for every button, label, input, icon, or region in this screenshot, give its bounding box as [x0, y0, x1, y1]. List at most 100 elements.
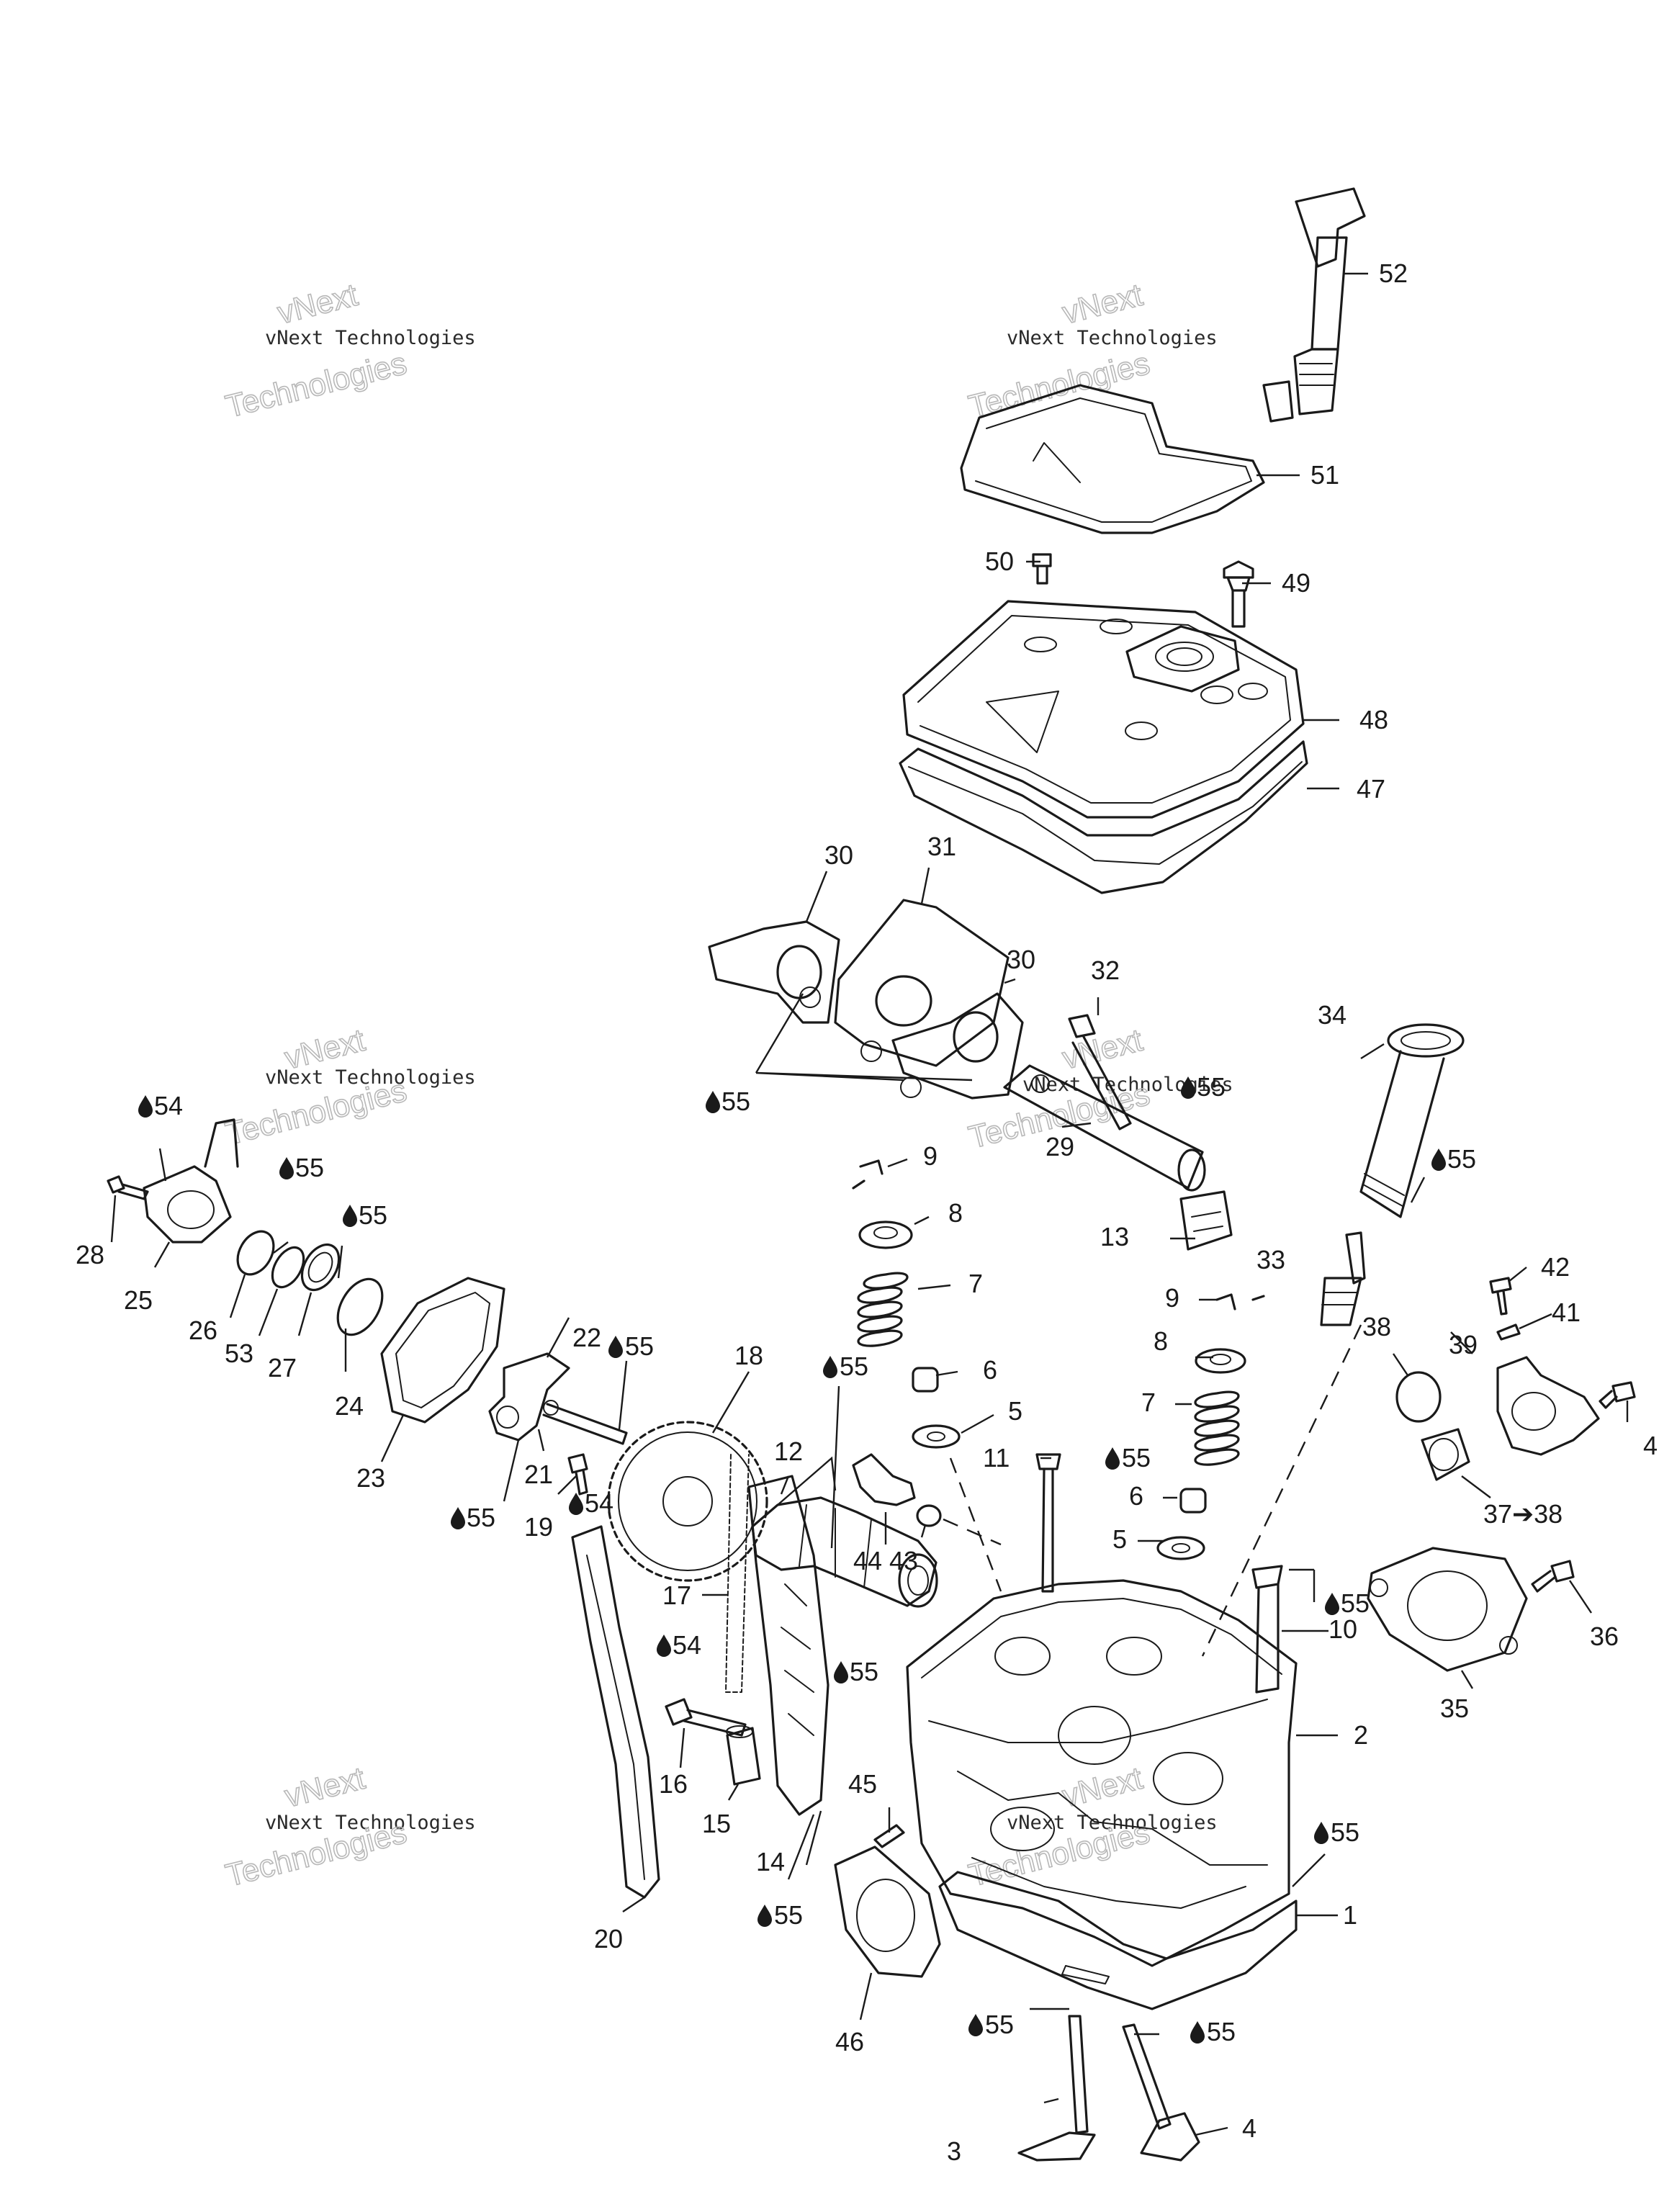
lubricant-55: 55: [1197, 1072, 1226, 1102]
callout-23: 23: [356, 1463, 385, 1493]
callout-51: 51: [1310, 460, 1339, 490]
spring-retainer-upper: [858, 1220, 913, 1249]
watermark-brand: vNext: [1059, 1761, 1146, 1815]
lubricant-55: 55: [1207, 2017, 1236, 2046]
callout-6-lower: 6: [1129, 1481, 1143, 1511]
drop-icon: [1105, 1447, 1120, 1470]
callout-14: 14: [756, 1847, 785, 1876]
drop-icon: [343, 1205, 357, 1227]
tensioner-guide: [747, 1475, 830, 1816]
callout-7-upper: 7: [968, 1269, 983, 1298]
lubricant-55: 55: [1447, 1144, 1476, 1174]
callout-53: 53: [225, 1339, 253, 1368]
watermark-brand: vNext: [282, 1761, 369, 1815]
watermark-line: vNext Technologies: [265, 1066, 476, 1089]
rocker-shaft-block: [834, 899, 1010, 1067]
lubricant-55: 55: [1331, 1817, 1359, 1847]
watermark-brand: vNext: [274, 277, 361, 331]
callout-8-lower: 8: [1154, 1326, 1168, 1356]
drop-icon: [138, 1095, 153, 1118]
drop-icon: [834, 1661, 848, 1683]
decompressor-lever: [488, 1352, 570, 1442]
valve-cover: [902, 600, 1305, 819]
callout-39: 39: [1449, 1330, 1478, 1359]
callout-4: 4: [1242, 2113, 1256, 2143]
callout-1: 1: [1343, 1900, 1357, 1930]
watermark-line: vNext Technologies: [1022, 1074, 1233, 1096]
watermark-line: vNext Technologies: [1007, 327, 1218, 349]
lubricant-55: 55: [850, 1657, 878, 1686]
housing-bolt-right: [1599, 1381, 1636, 1409]
guide-bolt: [665, 1698, 747, 1737]
drop-icon: [608, 1336, 623, 1358]
drop-icon: [279, 1157, 294, 1179]
lubricant-55: 55: [1122, 1443, 1151, 1473]
intake-gasket: [834, 1845, 941, 1978]
callout-38: 38: [1362, 1312, 1391, 1341]
thermostat-o-ring: [1395, 1371, 1442, 1423]
callout-6-upper: 6: [983, 1355, 997, 1385]
rocker-bolt: [1068, 1014, 1132, 1130]
callout-8-upper: 8: [948, 1198, 963, 1228]
callout-15: 15: [702, 1809, 731, 1838]
small-screw: [567, 1453, 588, 1496]
callout-31: 31: [927, 832, 956, 861]
flange-bolt: [1531, 1560, 1575, 1593]
callout-9-lower: 9: [1165, 1283, 1179, 1313]
drop-icon: [1431, 1148, 1446, 1171]
decompressor-pin: [542, 1400, 628, 1445]
callout-labels: 52 51 50 49 48 47 30 31 30 32 34 29 9 8 …: [76, 258, 1658, 2166]
callout-37-arrow-38: ➔38: [1512, 1499, 1563, 1529]
drop-icon: [823, 1356, 837, 1378]
camshaft: [751, 1496, 938, 1608]
lubricant-55: 55: [295, 1153, 324, 1182]
callout-10: 10: [1328, 1614, 1357, 1644]
thrust-washer: [336, 1277, 384, 1336]
callout-45: 45: [848, 1769, 877, 1799]
bearing-ring: [300, 1243, 341, 1292]
callout-48: 48: [1359, 705, 1388, 734]
lubricant-55: 55: [774, 1900, 803, 1930]
watermark-group: vNext vNext Technologies Technologies vN…: [222, 276, 1233, 1894]
callout-36: 36: [1590, 1622, 1619, 1651]
cam-sprocket: [607, 1421, 768, 1582]
sensor-washer: [916, 1504, 942, 1527]
drop-icon: [1325, 1593, 1339, 1615]
callout-19: 19: [524, 1512, 553, 1542]
chain-guide: [571, 1525, 660, 1899]
callout-32: 32: [1091, 956, 1120, 985]
callout-29: 29: [1046, 1132, 1074, 1161]
cylinder-head: [906, 1579, 1298, 1967]
callout-37: 37: [1483, 1499, 1512, 1529]
sensor-bolt: [107, 1175, 149, 1200]
callout-42: 42: [1541, 1252, 1570, 1282]
temperature-sensor: [852, 1453, 916, 1506]
watermark-brand: vNext: [1059, 277, 1146, 331]
valve-keepers-lower: [1215, 1293, 1265, 1310]
callout-34: 34: [1318, 1000, 1346, 1030]
lubricant-54: 54: [154, 1091, 183, 1120]
lubricant-55: 55: [467, 1503, 495, 1532]
drop-icon: [657, 1635, 671, 1657]
callout-16: 16: [659, 1769, 688, 1799]
callout-5-upper: 5: [1008, 1396, 1022, 1426]
callout-52: 52: [1379, 258, 1408, 288]
valve-exhaust: [1122, 2023, 1200, 2162]
timing-chain: [725, 1454, 750, 1693]
callout-33: 33: [1256, 1245, 1285, 1274]
cam-cover: [380, 1277, 505, 1424]
cover-plate: [960, 384, 1265, 534]
leader-lines: [110, 272, 1629, 2136]
lubricant-55: 55: [985, 2010, 1014, 2039]
watermark-line: vNext Technologies: [1007, 1812, 1218, 1834]
head-stud: [1251, 1565, 1283, 1694]
callout-35: 35: [1440, 1694, 1469, 1723]
valve-seal-lower: [1179, 1488, 1207, 1514]
rocker-arm-left: [708, 920, 840, 1024]
callout-20: 20: [594, 1924, 623, 1954]
valve-intake: [1017, 2015, 1096, 2162]
lubricant-55: 55: [359, 1200, 387, 1230]
callout-24: 24: [335, 1391, 364, 1421]
